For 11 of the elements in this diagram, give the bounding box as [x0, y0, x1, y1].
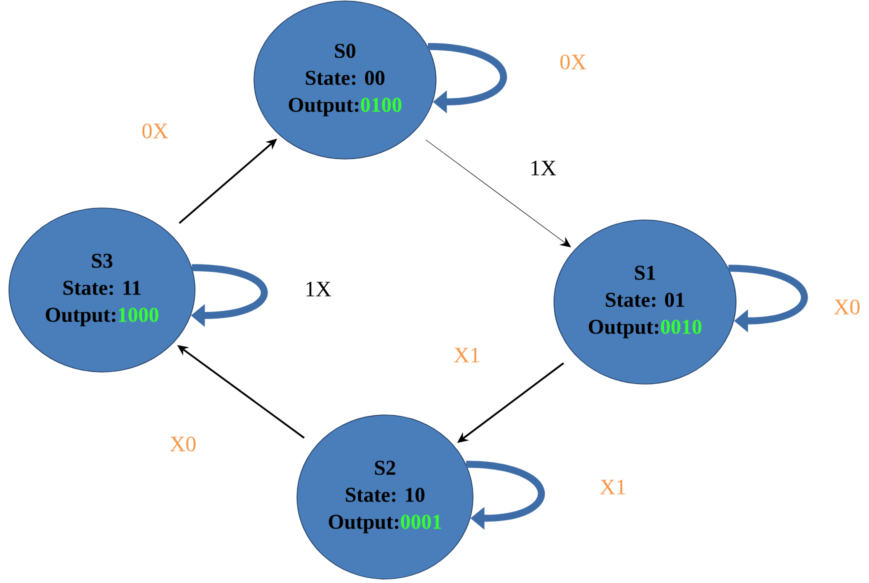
- loop-arrow: [728, 264, 808, 332]
- edge-label: X1: [452, 346, 482, 364]
- edge-label: X0: [832, 298, 862, 316]
- loop-arrow: [466, 460, 545, 530]
- loop-arrow: [428, 43, 507, 114]
- edge-label: 0X: [140, 122, 170, 140]
- edge-label: 1X: [528, 160, 558, 176]
- edge-label: X1: [598, 478, 628, 496]
- edge-label: X0: [168, 436, 198, 452]
- edge-label: 1X: [304, 280, 332, 298]
- edge-label: 0X: [558, 54, 588, 70]
